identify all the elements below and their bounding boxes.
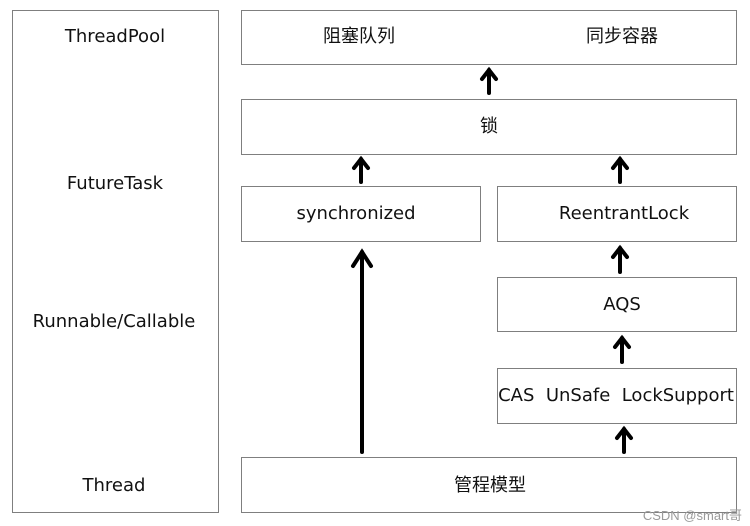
lock-box <box>241 99 737 155</box>
label-aqs: AQS <box>603 294 641 315</box>
left-column-panel <box>12 10 219 513</box>
synchronized-box <box>241 186 481 242</box>
label-thread: Thread <box>82 475 146 496</box>
label-blocking-queue: 阻塞队列 <box>323 26 395 47</box>
top-box <box>241 10 737 65</box>
label-monitor-model: 管程模型 <box>454 475 526 496</box>
reentrantlock-box <box>497 186 737 242</box>
aqs-box <box>497 277 737 332</box>
arrow-lock-to-top <box>480 66 498 95</box>
arrow-aqs-to-reentrantlock <box>611 244 629 274</box>
arrow-synchronized-to-lock <box>352 155 370 184</box>
cas-box <box>497 368 737 424</box>
label-futuretask: FutureTask <box>66 173 164 194</box>
label-lock: 锁 <box>480 116 498 137</box>
label-threadpool: ThreadPool <box>64 26 166 47</box>
label-sync-container: 同步容器 <box>586 26 658 47</box>
label-reentrantlock: ReentrantLock <box>558 203 690 224</box>
label-cas: CAS UnSafe LockSupport <box>498 385 734 406</box>
arrow-monitor-to-cas <box>615 425 633 454</box>
monitor-model-box <box>241 457 737 513</box>
arrow-monitor-to-synchronized <box>351 248 373 454</box>
label-runnable-callable: Runnable/Callable <box>32 311 196 332</box>
arrow-cas-to-aqs <box>613 334 631 364</box>
watermark: CSDN @smart哥 <box>642 508 742 523</box>
label-synchronized: synchronized <box>296 203 416 224</box>
arrow-reentrantlock-to-lock <box>611 155 629 184</box>
